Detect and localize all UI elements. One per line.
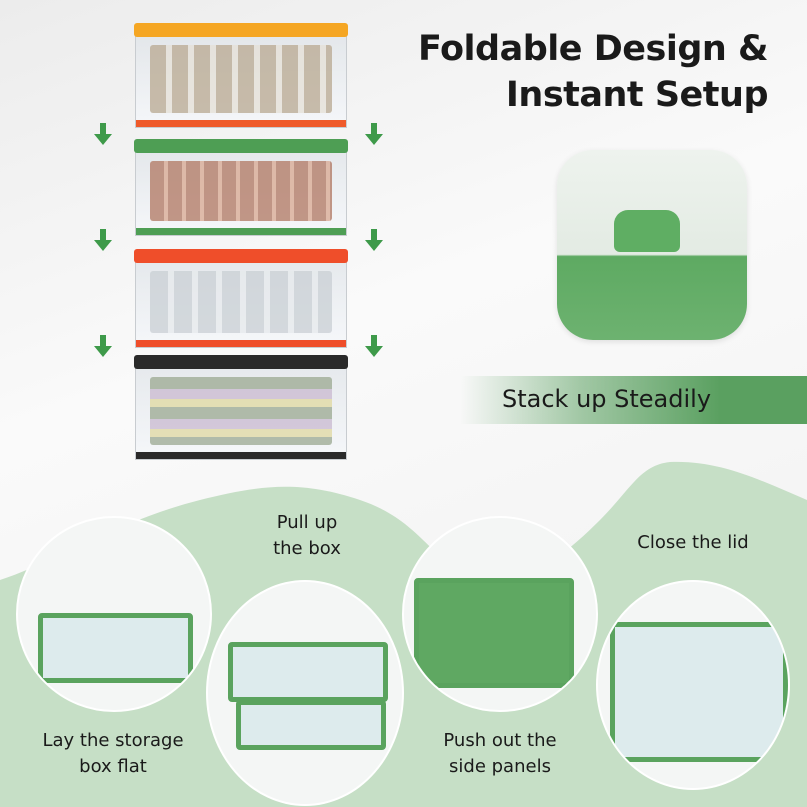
- jars: [150, 45, 332, 113]
- arrow-down-icon: [365, 229, 383, 251]
- step-label-close-lid: Close the lid: [593, 530, 793, 556]
- box-red: [134, 249, 348, 348]
- label-line: Close the lid: [637, 532, 749, 553]
- arrow-down-icon: [94, 123, 112, 145]
- base: [136, 340, 346, 347]
- headline-line1: Foldable Design &: [418, 29, 768, 69]
- detail-zoom-image: [557, 150, 747, 340]
- arrow-down-icon: [94, 335, 112, 357]
- base: [136, 228, 346, 235]
- lid: [134, 139, 348, 153]
- box-lid: [228, 642, 388, 702]
- label-line: Lay the storage: [42, 730, 184, 751]
- step-label-lay-flat: Lay the storage box flat: [13, 728, 213, 780]
- feature-banner: Stack up Steadily: [460, 376, 807, 424]
- step-image-close-lid: [596, 580, 790, 790]
- clothes: [150, 377, 332, 445]
- label-line: Pull up: [276, 512, 338, 533]
- step-label-pull-up: Pull up the box: [207, 510, 407, 562]
- headline-line2: Instant Setup: [505, 75, 769, 115]
- step-image-lay-flat: [16, 516, 212, 712]
- box-bottom: [236, 700, 386, 750]
- lid: [134, 355, 348, 369]
- arrow-down-icon: [365, 123, 383, 145]
- flat-box: [38, 613, 193, 683]
- lid: [134, 23, 348, 37]
- label-line: box flat: [79, 756, 147, 777]
- headline: Foldable Design & Instant Setup: [418, 26, 768, 118]
- label-line: Push out the: [443, 730, 557, 751]
- lid: [134, 249, 348, 263]
- banner-label: Stack up Steadily: [502, 385, 712, 413]
- step-image-push-panels: [402, 516, 598, 712]
- base: [136, 120, 346, 127]
- label-line: the box: [273, 538, 341, 559]
- box-black: [134, 355, 348, 460]
- step-label-push-panels: Push out the side panels: [400, 728, 600, 780]
- arrow-down-icon: [365, 335, 383, 357]
- box-orange: [134, 23, 348, 128]
- box-interior: [414, 578, 574, 688]
- bottles: [150, 271, 332, 333]
- cans: [150, 161, 332, 221]
- step-image-pull-up: [206, 580, 404, 806]
- arrow-down-icon: [94, 229, 112, 251]
- closed-box: [610, 622, 788, 762]
- label-line: side panels: [449, 756, 551, 777]
- box-green: [134, 139, 348, 236]
- base: [136, 452, 346, 459]
- stacking-knob: [614, 210, 680, 252]
